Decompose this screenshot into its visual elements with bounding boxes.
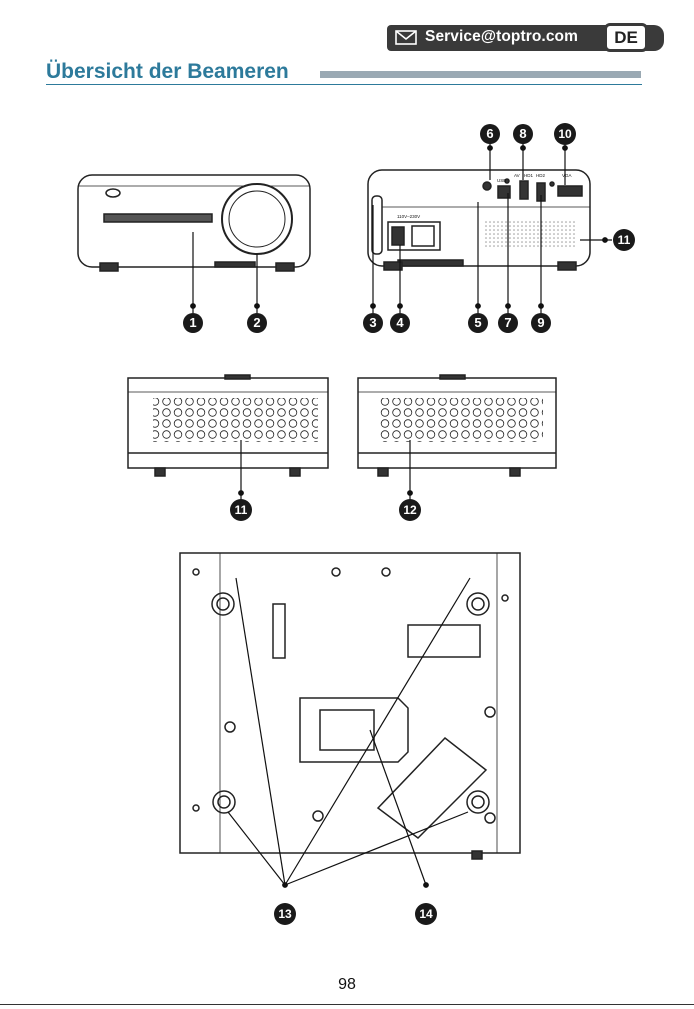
callout-8: 8 xyxy=(513,124,533,144)
callout-10: 10 xyxy=(554,123,576,145)
bottom-rule xyxy=(0,1004,694,1005)
callout-1: 1 xyxy=(183,313,203,333)
projector-front-view xyxy=(78,175,310,271)
callout-9: 9 xyxy=(531,313,551,333)
hdmi1-label: HD1 xyxy=(524,173,533,178)
hdmi2-label: HD2 xyxy=(536,173,545,178)
usb-label: USB xyxy=(497,178,506,183)
vga-label: VGA xyxy=(562,173,572,178)
projector-right-side-view xyxy=(358,375,556,476)
callout-12: 12 xyxy=(399,499,421,521)
callout-13: 13 xyxy=(274,903,296,925)
callout-14: 14 xyxy=(415,903,437,925)
callout-6: 6 xyxy=(480,124,500,144)
projector-left-side-view xyxy=(128,375,328,476)
callout-11-back: 11 xyxy=(613,229,635,251)
callout-11-side: 11 xyxy=(230,499,252,521)
callout-2: 2 xyxy=(247,313,267,333)
callout-3: 3 xyxy=(363,313,383,333)
projector-back-view xyxy=(368,170,590,270)
av-label: AV xyxy=(514,173,520,178)
voltage-label: 110V–230V xyxy=(397,214,420,219)
callout-5: 5 xyxy=(468,313,488,333)
page-number: 98 xyxy=(0,976,694,994)
callout-7: 7 xyxy=(498,313,518,333)
callout-4: 4 xyxy=(390,313,410,333)
projector-bottom-view xyxy=(180,553,520,859)
